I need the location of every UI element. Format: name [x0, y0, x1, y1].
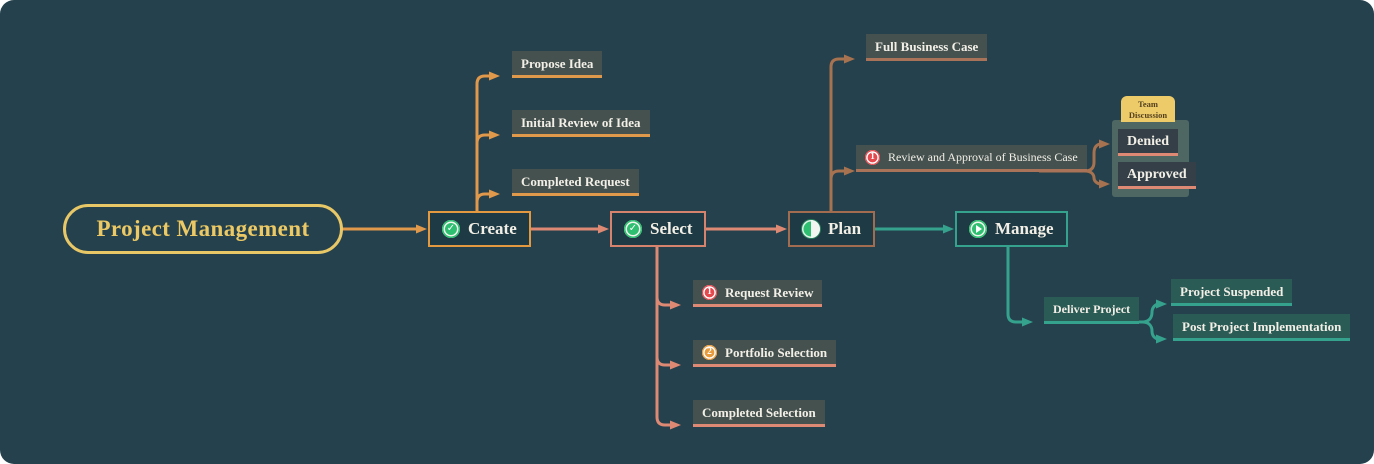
priority-2-icon: 2: [702, 345, 717, 360]
check-circle-icon: ✓: [624, 220, 642, 238]
subtopic-label: Request Review: [725, 285, 814, 300]
subtopic-review-and-approval-of-business-case[interactable]: 1 Review and Approval of Business Case: [856, 145, 1087, 172]
subtopic-label: Completed Request: [521, 174, 630, 189]
subtopic-label: Full Business Case: [875, 39, 979, 54]
subtopic-completed-selection[interactable]: Completed Selection: [693, 400, 825, 427]
subtopic-portfolio-selection[interactable]: 2 Portfolio Selection: [693, 340, 837, 367]
topic-select[interactable]: ✓ Select: [610, 211, 707, 247]
subtopic-label: Portfolio Selection: [725, 345, 828, 360]
subtopic-label: Propose Idea: [521, 56, 594, 71]
check-circle-icon: ✓: [442, 220, 460, 238]
subtopic-approved[interactable]: Approved: [1118, 162, 1196, 189]
subtopic-label: Post Project Implementation: [1182, 319, 1342, 334]
priority-1-icon: 1: [865, 150, 880, 165]
root-topic-project-management[interactable]: Project Management: [63, 204, 343, 254]
play-circle-icon: [969, 220, 987, 238]
plan-branch-lines: [829, 57, 1103, 213]
subtopic-propose-idea[interactable]: Propose Idea: [512, 51, 603, 78]
plan-arrowheads: [844, 54, 1110, 189]
select-branch-lines: [518, 227, 779, 427]
subtopic-label: Project Suspended: [1180, 284, 1284, 299]
subtopic-label: Deliver Project: [1053, 302, 1131, 316]
subtopic-denied[interactable]: Denied: [1118, 129, 1178, 156]
topic-create[interactable]: ✓ Create: [428, 211, 531, 247]
subtopic-label: Review and Approval of Business Case: [888, 150, 1078, 164]
subtopic-full-business-case[interactable]: Full Business Case: [866, 34, 988, 61]
topic-create-label: Create: [468, 219, 517, 238]
subtopic-post-project-implementation[interactable]: Post Project Implementation: [1173, 314, 1351, 341]
create-arrowheads: [416, 71, 500, 234]
topic-manage-label: Manage: [995, 219, 1054, 238]
group-tab-team-discussion[interactable]: Team Discussion: [1121, 96, 1175, 122]
topic-plan-label: Plan: [828, 219, 862, 238]
topic-manage[interactable]: Manage: [955, 211, 1068, 247]
create-branch-lines: [341, 74, 492, 231]
subtopic-completed-request[interactable]: Completed Request: [512, 169, 639, 196]
topic-plan[interactable]: Plan: [788, 211, 876, 247]
subtopic-label: Completed Selection: [702, 405, 816, 420]
subtopic-label: Initial Review of Idea: [521, 115, 641, 130]
subtopic-label: Denied: [1127, 134, 1169, 149]
topic-select-label: Select: [650, 219, 693, 238]
manage-branch-lines: [864, 227, 1161, 341]
group-tab-label: Team Discussion: [1128, 99, 1168, 120]
root-topic-label: Project Management: [96, 216, 310, 241]
subtopic-label: Approved: [1127, 167, 1187, 182]
manage-arrowheads: [943, 224, 1167, 344]
subtopic-project-suspended[interactable]: Project Suspended: [1171, 279, 1293, 306]
priority-1-icon: 1: [702, 285, 717, 300]
select-arrowheads: [598, 224, 787, 430]
half-progress-circle-icon: [802, 220, 820, 238]
subtopic-initial-review-of-idea[interactable]: Initial Review of Idea: [512, 110, 650, 137]
subtopic-deliver-project[interactable]: Deliver Project: [1044, 297, 1140, 324]
subtopic-request-review[interactable]: 1 Request Review: [693, 280, 823, 307]
